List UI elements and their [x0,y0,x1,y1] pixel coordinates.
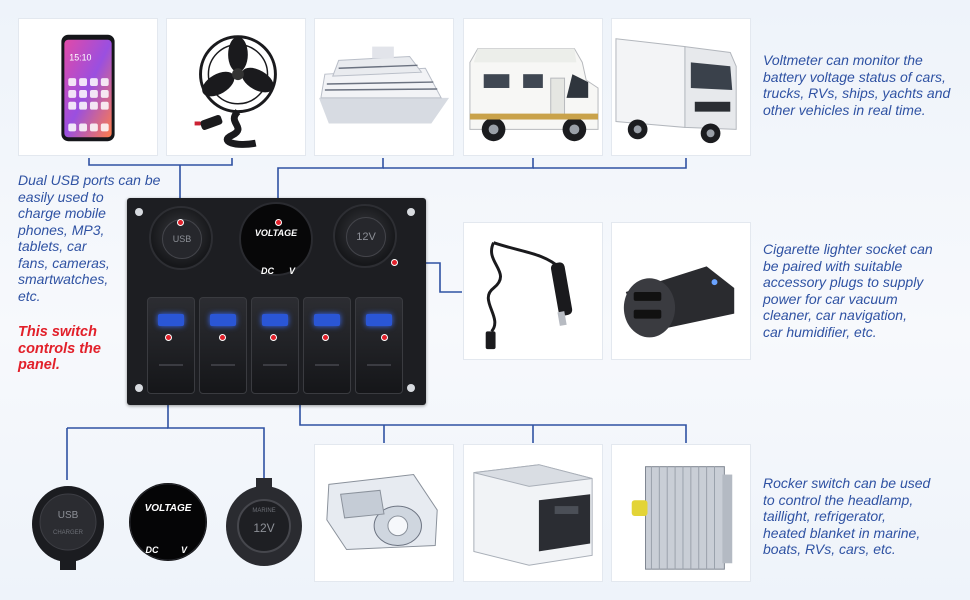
component-socket-label: 12V [253,521,274,535]
phone-time: 15:10 [69,52,91,62]
fan-card [166,18,306,156]
truck-card [611,18,751,156]
connection-dot [391,259,398,266]
usb-port[interactable]: USB [149,206,213,270]
rocker-description: Rocker switch can be used to control the… [763,475,931,557]
panel-screw [407,208,415,216]
phone-image: 15:10 [61,34,115,142]
component-usb-label: USB [58,510,79,521]
lighter-socket-image: MARINE 12V [226,478,302,566]
voltmeter-dc-label: DC [261,266,274,276]
radiator-image [631,466,733,570]
connection-dot [219,334,226,341]
usb-description: Dual USB ports can be easily used to cha… [18,172,161,304]
rocker-switch-1[interactable] [147,297,195,394]
switch-led [366,314,392,326]
headlamp-image [326,474,438,550]
lighter-socket-component: MARINE 12V [224,474,304,570]
voltmeter-label: VOLTAGE [254,228,298,238]
connection-dot [270,334,277,341]
radiator-card [611,444,751,582]
component-dc-label: DC [146,545,159,555]
switch-led [314,314,340,326]
usb-charger-image: USB CHARGER [32,486,104,570]
headlamp-card [314,444,454,582]
switch-warning: This switch controls the panel. [18,324,101,373]
voltmeter-description: Voltmeter can monitor the battery voltag… [763,52,951,118]
connection-dot [165,334,172,341]
connection-dot [381,334,388,341]
component-voltage-label: VOLTAGE [145,503,192,514]
car-charger-cable-card [463,222,603,360]
component-socket-sub: MARINE [252,508,275,514]
panel-screw [135,384,143,392]
switch-led [262,314,288,326]
voltmeter-component: VOLTAGE DC V [128,477,208,567]
panel-screw [135,208,143,216]
voltmeter-display: VOLTAGE DC V [239,202,313,276]
rv-image [469,48,599,142]
rocker-switch-4[interactable] [303,297,351,394]
rocker-switch-5[interactable] [355,297,403,394]
switch-led [158,314,184,326]
socket-label: 12V [346,217,386,257]
car-charger-cable-image [485,241,573,350]
connection-dot [322,334,329,341]
voltmeter-image: VOLTAGE DC V [129,483,207,561]
switch-led [210,314,236,326]
ship-card [314,18,454,156]
fridge-card [463,444,603,582]
rv-card [463,18,603,156]
lighter-description: Cigarette lighter socket can be paired w… [763,241,933,340]
panel-screw [407,384,415,392]
rocker-switch-3[interactable] [251,297,299,394]
connection-dot [177,219,184,226]
connection-dot [275,219,282,226]
usb-car-adapter-card [611,222,751,360]
component-usb-sub: CHARGER [53,530,84,536]
fridge-image [473,464,593,566]
component-v-label: V [181,545,188,555]
voltmeter-v-label: V [289,266,296,276]
ship-image [318,46,450,124]
fan-image [194,35,277,148]
truck-image [615,38,737,144]
usb-car-adapter-image [623,266,735,338]
rocker-switch-2[interactable] [199,297,247,394]
cigarette-lighter-socket[interactable]: 12V [333,204,397,268]
switch-panel: USB VOLTAGE DC V 12V [127,198,426,405]
phone-card: 15:10 [18,18,158,156]
usb-charger-component: USB CHARGER [30,474,106,570]
